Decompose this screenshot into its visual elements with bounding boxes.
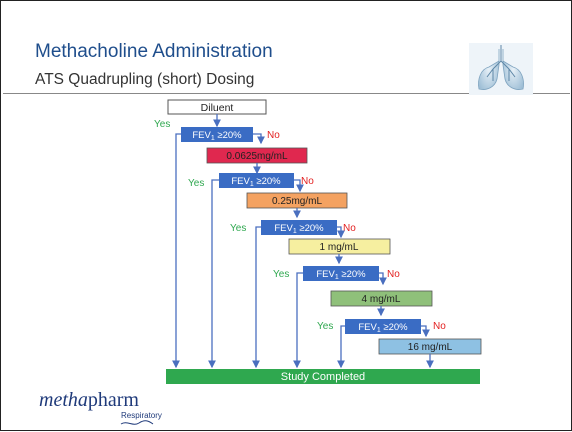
decision-step-4: FEV1 ≥20% Yes No <box>273 266 400 369</box>
svg-text:FEV1 ≥20%: FEV1 ≥20% <box>274 223 324 235</box>
dose-label-2: 0.25mg/mL <box>272 196 322 207</box>
dose-label-5: 16 mg/mL <box>408 342 453 353</box>
yes-label: Yes <box>273 269 289 280</box>
yes-label: Yes <box>154 119 170 130</box>
decision-step-1: FEV1 ≥20% Yes No <box>154 119 280 369</box>
study-completed-label: Study Completed <box>281 371 365 383</box>
lungs-icon <box>469 43 533 95</box>
decision-step-2: FEV1 ≥20% Yes No <box>188 173 314 369</box>
svg-text:FEV1 ≥20%: FEV1 ≥20% <box>316 269 366 281</box>
svg-text:FEV1 ≥20%: FEV1 ≥20% <box>231 176 281 188</box>
no-label: No <box>301 176 314 187</box>
no-label: No <box>343 223 356 234</box>
no-label: No <box>387 269 400 280</box>
svg-text:FEV1 ≥20%: FEV1 ≥20% <box>192 130 242 142</box>
dose-label-3: 1 mg/mL <box>320 242 359 253</box>
dose-label-1: 0.0625mg/mL <box>226 151 288 162</box>
yes-label: Yes <box>230 223 246 234</box>
decision-step-3: FEV1 ≥20% Yes No <box>230 220 356 369</box>
dose-label-4: 4 mg/mL <box>362 294 401 305</box>
study-completed-box <box>166 369 480 384</box>
yes-label: Yes <box>188 178 204 189</box>
no-label: No <box>267 130 280 141</box>
logo-wave-icon <box>120 420 154 425</box>
diluent-label: Diluent <box>201 102 234 114</box>
decision-step-5: FEV1 ≥20% Yes No <box>317 319 446 369</box>
yes-label: Yes <box>317 321 333 332</box>
svg-text:FEV1 ≥20%: FEV1 ≥20% <box>358 322 408 334</box>
slide-title: Methacholine Administration <box>35 41 273 62</box>
logo-tagline: Respiratory <box>121 411 162 420</box>
slide-subtitle: ATS Quadrupling (short) Dosing <box>35 71 255 88</box>
no-label: No <box>433 321 446 332</box>
title-divider <box>3 93 570 94</box>
methapharm-logo: methapharm <box>39 389 139 411</box>
